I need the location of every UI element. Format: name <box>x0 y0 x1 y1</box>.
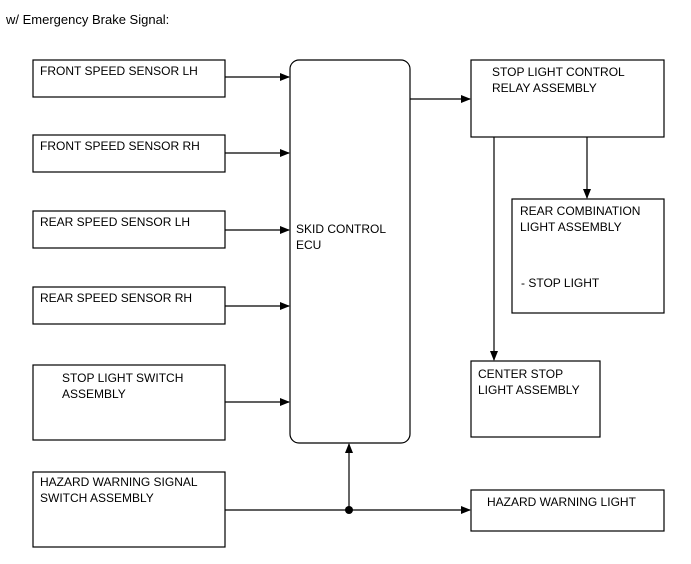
hazard-warning-light-box: HAZARD WARNING LIGHT <box>470 489 665 532</box>
junction-dot <box>345 506 353 514</box>
stop-light-switch-box: STOP LIGHT SWITCH ASSEMBLY <box>32 364 226 441</box>
box-label: STOP LIGHT CONTROL <box>492 65 625 79</box>
box-label: LIGHT ASSEMBLY <box>520 220 622 234</box>
box-label: REAR SPEED SENSOR RH <box>40 291 192 305</box>
box-label: RELAY ASSEMBLY <box>492 81 597 95</box>
box-label: ECU <box>296 238 321 252</box>
skid-control-ecu-box: SKID CONTROL ECU <box>289 59 411 444</box>
box-label: SKID CONTROL <box>296 222 386 236</box>
box-label: REAR SPEED SENSOR LH <box>40 215 190 229</box>
rear-combination-light-box: REAR COMBINATION LIGHT ASSEMBLY - STOP L… <box>511 198 665 314</box>
box-label: HAZARD WARNING LIGHT <box>487 495 637 509</box>
box-label: REAR COMBINATION <box>520 204 640 218</box>
box-label: - STOP LIGHT <box>521 276 600 290</box>
center-stop-light-box: CENTER STOP LIGHT ASSEMBLY <box>470 360 601 438</box>
box-label: CENTER STOP <box>478 367 563 381</box>
box-label: SWITCH ASSEMBLY <box>40 491 154 505</box>
rear-speed-sensor-lh-box: REAR SPEED SENSOR LH <box>32 210 226 249</box>
rear-speed-sensor-rh-box: REAR SPEED SENSOR RH <box>32 286 226 325</box>
stop-light-control-relay-box: STOP LIGHT CONTROL RELAY ASSEMBLY <box>470 59 665 138</box>
box-label: ASSEMBLY <box>62 387 126 401</box>
box-label: HAZARD WARNING SIGNAL <box>40 475 198 489</box>
front-speed-sensor-lh-box: FRONT SPEED SENSOR LH <box>32 59 226 98</box>
diagram-title: w/ Emergency Brake Signal: <box>5 12 169 27</box>
box-label: LIGHT ASSEMBLY <box>478 383 580 397</box>
box-label: STOP LIGHT SWITCH <box>62 371 183 385</box>
box-label: FRONT SPEED SENSOR LH <box>40 64 198 78</box>
box-label: FRONT SPEED SENSOR RH <box>40 139 200 153</box>
front-speed-sensor-rh-box: FRONT SPEED SENSOR RH <box>32 134 226 173</box>
hazard-warning-signal-switch-box: HAZARD WARNING SIGNAL SWITCH ASSEMBLY <box>32 471 226 548</box>
